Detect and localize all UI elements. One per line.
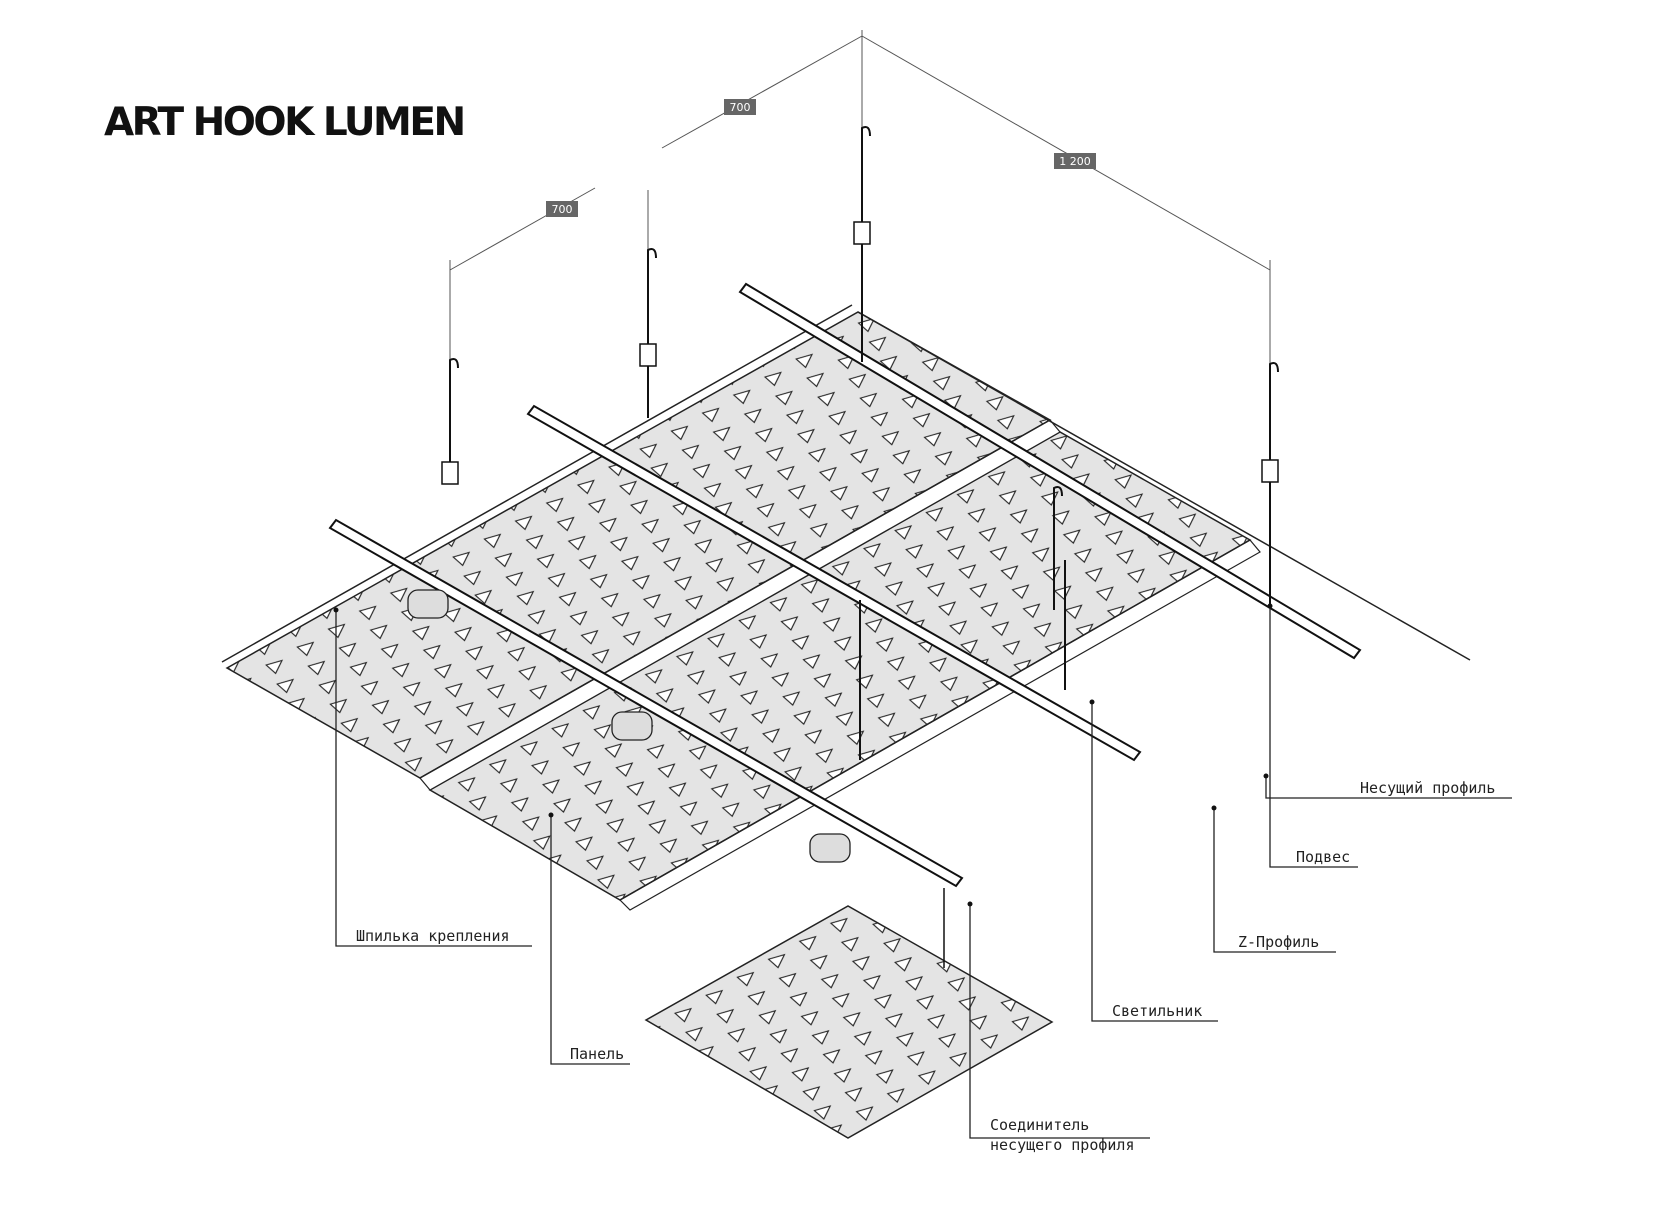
svg-text:700: 700 [730,101,751,114]
leader-dots [333,603,1273,907]
label-hanger: Подвес [1296,848,1350,866]
luminaire-2 [611,711,653,741]
label-carrier-profile: Несущий профиль [1360,779,1495,797]
light-slots [419,419,1261,911]
luminaires [407,589,851,863]
dimension-badge-middle: 700 [724,99,756,115]
panel-edges [221,304,1471,901]
leader-lines [335,606,1512,1139]
label-connector-line2: несущего профиля [990,1136,1135,1154]
carrier-profiles [328,282,1362,888]
svg-text:1 200: 1 200 [1059,155,1091,168]
dimension-badge-right: 1 200 [1054,153,1096,169]
label-panel: Панель [570,1045,624,1063]
label-z-profile: Z-Профиль [1238,933,1319,951]
luminaire-3 [809,833,851,863]
label-luminaire: Светильник [1112,1002,1202,1020]
label-connector-line1: Соединитель [990,1116,1089,1134]
svg-text:700: 700 [552,203,573,216]
dimension-badge-left: 700 [546,201,578,217]
ceiling-panels [225,311,1472,1027]
label-mounting-stud: Шпилька крепления [356,927,510,945]
hangers [449,126,1279,760]
luminaire-1 [407,589,449,619]
detached-panel [644,905,1054,1139]
hanger-brackets [441,221,1279,485]
diagram-title: ART HOOK LUMEN [104,100,466,145]
